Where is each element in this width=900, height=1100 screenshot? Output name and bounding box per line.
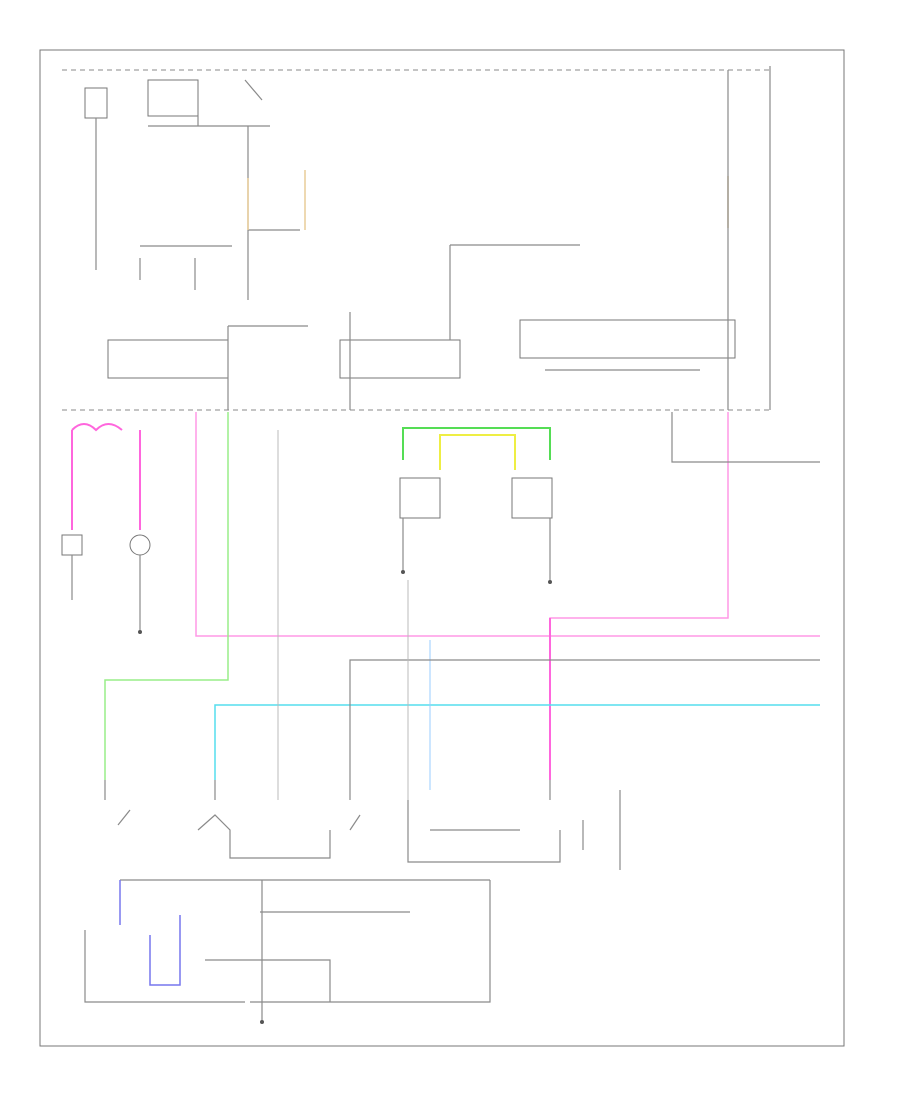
switch-contact-4	[407, 800, 561, 863]
fuse-block-left	[84, 87, 108, 119]
relay-box-right	[519, 319, 736, 359]
wire-green-left	[104, 412, 229, 780]
ground-rail-3	[250, 880, 491, 1003]
ground-symbol-center	[401, 570, 405, 574]
ground-rail-2	[205, 959, 331, 1002]
right-headlamp	[511, 477, 553, 519]
relay-box-center	[339, 339, 461, 379]
ground-symbol-right	[548, 580, 552, 584]
left-headlamp	[399, 477, 441, 519]
ground-symbol-left	[138, 630, 142, 634]
wire-gray-right-2	[349, 659, 820, 780]
wire-yellow	[439, 434, 516, 470]
switch-contact-3	[349, 814, 361, 831]
switch-rail-top	[104, 780, 551, 800]
relay-box-left	[107, 339, 229, 379]
right-side-lamp	[129, 534, 151, 556]
wire-gray-right-1	[671, 412, 820, 463]
wire-green-center	[402, 427, 551, 460]
wire-pink-left	[71, 423, 123, 432]
wire-pink-right	[549, 412, 729, 780]
switch-contact-2	[197, 814, 331, 859]
relay-top	[147, 79, 199, 117]
diagram-border	[39, 49, 845, 1047]
wire-cyan	[214, 704, 820, 780]
wire-top-left-5	[244, 79, 263, 101]
wire-blue-bottom-2	[149, 915, 181, 986]
ground-rail	[84, 930, 245, 1003]
left-side-lamp	[61, 534, 83, 556]
wire-pink-long	[195, 412, 820, 637]
ground-symbol-bottom	[260, 1020, 264, 1024]
switch-contact-1	[117, 809, 131, 826]
